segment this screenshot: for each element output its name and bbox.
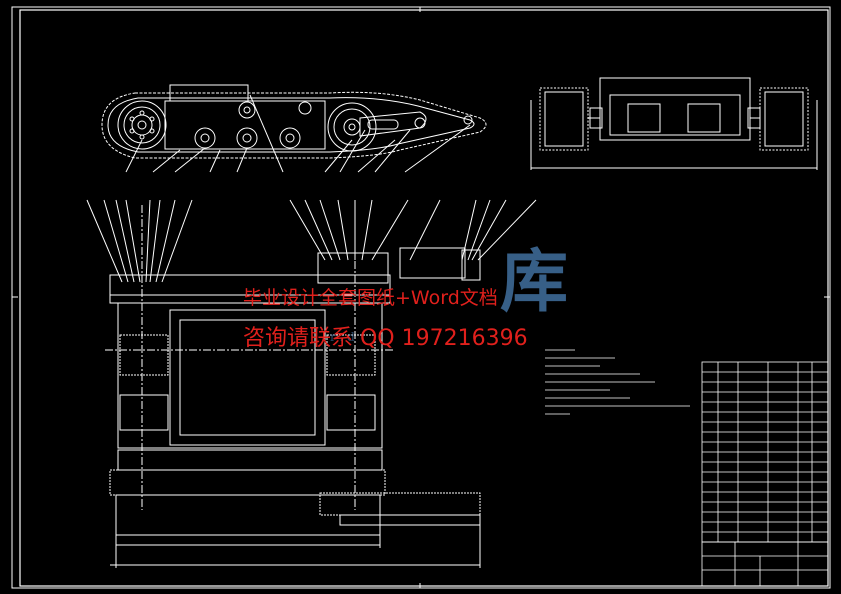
watermark-url: r . d bbox=[330, 330, 355, 344]
side-view-track-assembly bbox=[101, 84, 487, 173]
technical-requirements bbox=[545, 349, 690, 415]
front-section-view bbox=[86, 199, 537, 568]
advertisement-line-2: 咨询请联系 QQ 197216396 bbox=[243, 326, 528, 351]
watermark-logo: 库 bbox=[500, 242, 569, 322]
top-view-track-assembly bbox=[530, 77, 818, 170]
parts-list bbox=[701, 361, 829, 543]
title-block bbox=[701, 541, 829, 587]
advertisement-line-1: 毕业设计全套图纸+Word文档 bbox=[243, 287, 498, 309]
inner-border bbox=[19, 9, 829, 587]
